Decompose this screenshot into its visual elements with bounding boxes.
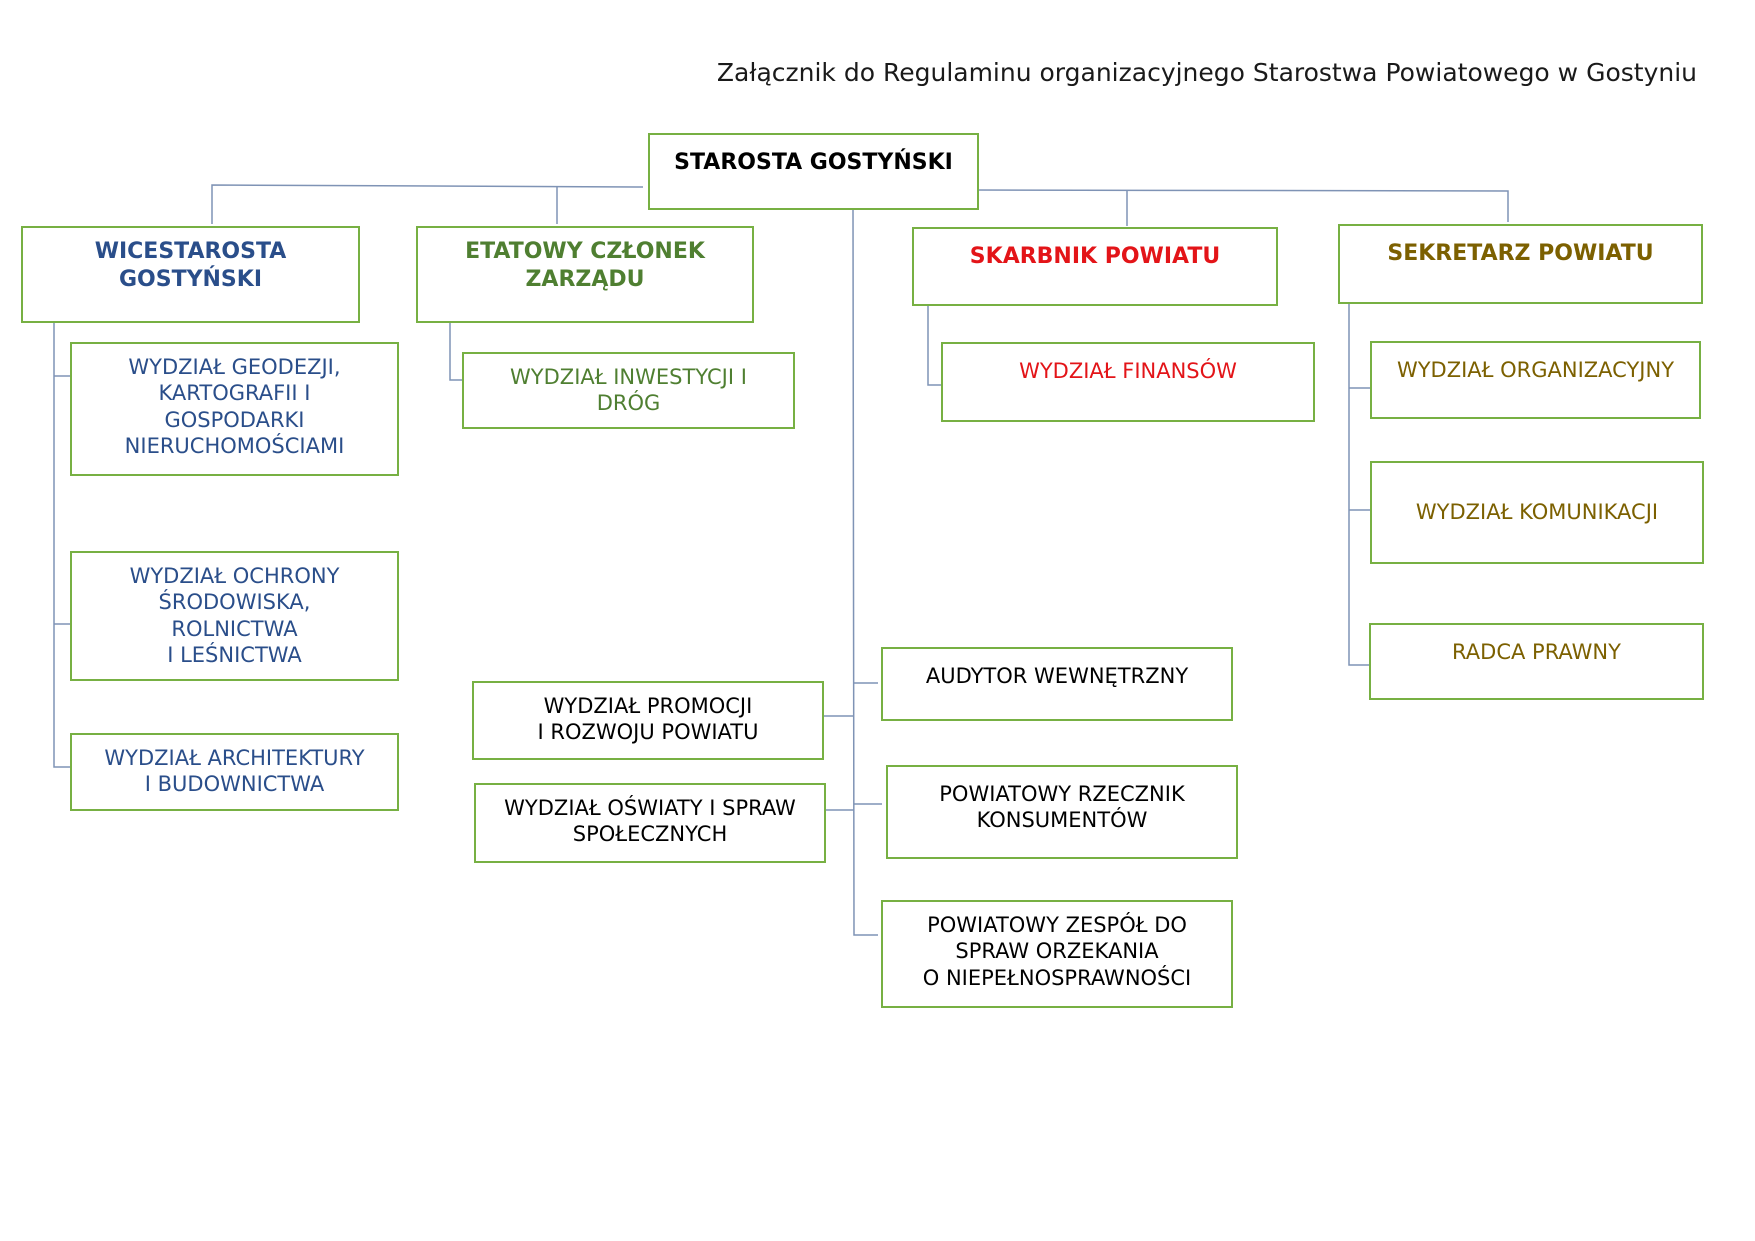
node-radca-prawny: RADCA PRAWNY <box>1369 623 1704 700</box>
node-wydzial-komunikacji: WYDZIAŁ KOMUNIKACJI <box>1370 461 1704 564</box>
node-skarbnik: SKARBNIK POWIATU <box>912 227 1278 306</box>
node-wydzial-finansow: WYDZIAŁ FINANSÓW <box>941 342 1315 422</box>
node-wydzial-geodezji: WYDZIAŁ GEODEZJI, KARTOGRAFII I GOSPODAR… <box>70 342 399 476</box>
node-rzecznik-konsumentow: POWIATOWY RZECZNIK KONSUMENTÓW <box>886 765 1238 859</box>
node-label: WYDZIAŁ OŚWIATY I SPRAW SPOŁECZNYCH <box>504 796 796 847</box>
node-label: SKARBNIK POWIATU <box>969 244 1221 269</box>
connector-wicestarosta-spine <box>53 322 70 768</box>
node-starosta: STAROSTA GOSTYŃSKI <box>648 133 979 210</box>
node-wydzial-architektury: WYDZIAŁ ARCHITEKTURY I BUDOWNICTWA <box>70 733 399 811</box>
node-label: WYDZIAŁ ORGANIZACYJNY <box>1396 358 1675 382</box>
node-wydzial-organizacyjny: WYDZIAŁ ORGANIZACYJNY <box>1370 341 1701 419</box>
connector-root-right-heads <box>973 189 1509 222</box>
node-label: WYDZIAŁ OCHRONY ŚRODOWISKA, ROLNICTWA I … <box>129 564 340 667</box>
node-wicestarosta: WICESTAROSTA GOSTYŃSKI <box>21 226 360 323</box>
connector-sekretarz-spine <box>1348 303 1370 666</box>
node-etatowy-czlonek-zarzadu: ETATOWY CZŁONEK ZARZĄDU <box>416 226 754 323</box>
node-label: WICESTAROSTA GOSTYŃSKI <box>94 239 287 292</box>
node-wydzial-inwestycji: WYDZIAŁ INWESTYCJI I DRÓG <box>462 352 795 429</box>
node-wydzial-promocji: WYDZIAŁ PROMOCJI I ROZWOJU POWIATU <box>472 681 824 760</box>
document-caption: Załącznik do Regulaminu organizacyjnego … <box>716 58 1697 87</box>
node-label: WYDZIAŁ INWESTYCJI I DRÓG <box>510 365 747 416</box>
node-label: POWIATOWY RZECZNIK KONSUMENTÓW <box>939 782 1185 833</box>
node-label: ETATOWY CZŁONEK ZARZĄDU <box>465 239 705 292</box>
node-label: STAROSTA GOSTYŃSKI <box>674 150 953 175</box>
node-label: WYDZIAŁ PROMOCJI I ROZWOJU POWIATU <box>537 694 759 745</box>
node-label: RADCA PRAWNY <box>1452 640 1621 664</box>
node-wydzial-oswiaty: WYDZIAŁ OŚWIATY I SPRAW SPOŁECZNYCH <box>474 783 826 863</box>
node-sekretarz: SEKRETARZ POWIATU <box>1338 224 1703 304</box>
node-wydzial-ochrony-srodowiska: WYDZIAŁ OCHRONY ŚRODOWISKA, ROLNICTWA I … <box>70 551 399 681</box>
node-label: WYDZIAŁ FINANSÓW <box>1019 359 1237 383</box>
node-label: SEKRETARZ POWIATU <box>1387 241 1654 266</box>
connector-central-spine <box>852 208 878 936</box>
node-zespol-orzekania: POWIATOWY ZESPÓŁ DO SPRAW ORZEKANIA O NI… <box>881 900 1233 1008</box>
node-label: AUDYTOR WEWNĘTRZNY <box>925 664 1189 688</box>
node-label: WYDZIAŁ GEODEZJI, KARTOGRAFII I GOSPODAR… <box>124 355 345 458</box>
node-label: POWIATOWY ZESPÓŁ DO SPRAW ORZEKANIA O NI… <box>922 913 1192 990</box>
node-label: WYDZIAŁ ARCHITEKTURY I BUDOWNICTWA <box>104 746 365 797</box>
connector-skarbnik-finanse <box>927 305 942 386</box>
node-audytor: AUDYTOR WEWNĘTRZNY <box>881 647 1233 721</box>
connector-etatowy-inwestycje <box>449 322 462 381</box>
node-label: WYDZIAŁ KOMUNIKACJI <box>1415 500 1659 525</box>
connector-root-left-heads <box>211 184 644 224</box>
